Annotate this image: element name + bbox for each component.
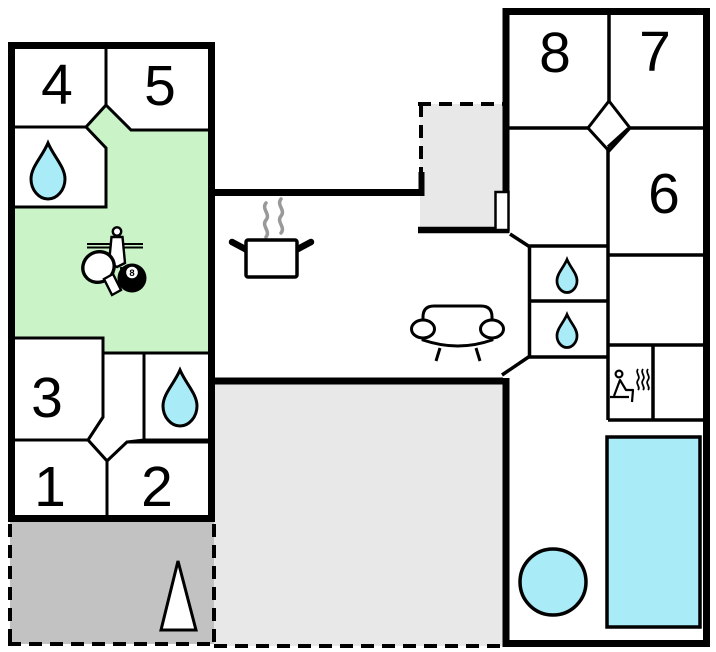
room-labels: 1 2 3 4 5 6 7 8 xyxy=(31,20,680,519)
sauna-steam xyxy=(636,368,640,391)
door xyxy=(494,190,510,232)
kitchen-living-area xyxy=(211,189,505,385)
swimming-pool xyxy=(605,435,702,629)
sofa-armrest xyxy=(479,318,505,340)
wall-diagonal-pool-entry xyxy=(501,354,531,377)
sauna-person-body xyxy=(612,378,635,403)
wall-diagonal-door xyxy=(509,232,531,249)
tree-icon xyxy=(159,560,198,632)
water-drop-icon xyxy=(555,311,579,349)
pot-body xyxy=(244,238,299,279)
sofa-leg xyxy=(474,347,482,362)
water-drop-icon xyxy=(555,256,579,294)
sauna-person-head xyxy=(614,369,624,379)
left-building: 8 xyxy=(8,42,215,522)
billiard-8ball-icon xyxy=(126,266,138,279)
room-5-label: 5 xyxy=(144,54,176,118)
sofa-icon xyxy=(410,304,505,362)
room-7-label: 7 xyxy=(639,20,671,84)
room-6-label: 6 xyxy=(648,162,680,226)
sofa-armrest xyxy=(410,318,436,340)
terrace-top-fill xyxy=(420,104,505,230)
steam-icon xyxy=(277,197,285,235)
sauna-steam xyxy=(641,368,645,391)
room-4-label: 4 xyxy=(41,53,73,117)
terrace-top xyxy=(418,102,509,234)
sofa-body xyxy=(421,304,494,348)
hot-tub xyxy=(518,547,588,617)
room-8-label: 8 xyxy=(539,21,571,85)
foosball-player-icon xyxy=(111,226,123,237)
sofa-leg xyxy=(434,347,442,362)
left-building-outer-wall xyxy=(8,42,215,522)
room-2-label: 2 xyxy=(141,455,173,519)
water-drop-icon xyxy=(161,366,199,428)
terrace-bottom-left xyxy=(8,522,214,646)
terrace-bottom-middle xyxy=(212,381,503,648)
cooking-pot-icon xyxy=(228,197,315,279)
water-drop-icon xyxy=(29,139,67,201)
game-room-icons: 8 xyxy=(81,226,147,297)
right-building xyxy=(494,8,710,647)
room-3-label: 3 xyxy=(31,366,63,430)
room-1-label: 1 xyxy=(34,455,66,519)
steam-icon xyxy=(262,201,270,239)
sauna-steam xyxy=(646,368,650,391)
terrace-light-fill xyxy=(214,381,503,646)
room6-door-cut xyxy=(606,127,630,149)
sauna-icon xyxy=(610,368,650,403)
table-tennis-paddle-icon xyxy=(102,272,123,297)
billiard-8ball-label: 8 xyxy=(129,268,134,279)
